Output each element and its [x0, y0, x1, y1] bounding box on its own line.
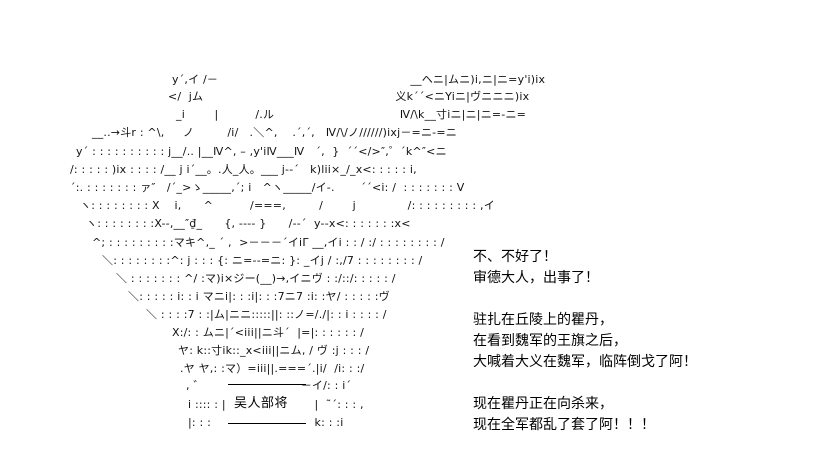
ascii-art-line: X:/: : ムニ|´<iii||ニ斗´ |=|: : : : : : / [172, 326, 364, 339]
ascii-art-line: ＼: : : : : i: : i マニi|: : :i|: : :7ニ7 :i… [128, 290, 390, 303]
dialog-line: 不、不好了！ [473, 249, 557, 265]
dialog-line: 驻扎在丘陵上的瞿丹， [473, 312, 613, 328]
dialog-line: 在看到魏军的王旗之后， [473, 333, 627, 349]
ascii-art-line: ヽ: : : : : : : : X i, ^ /===, / j /: : :… [80, 199, 495, 212]
ascii-art-line: ´:. : : : : : : : ァ″ /´_>ゝ_____,´; i ^ヽ_… [70, 181, 465, 194]
dialog-line: 大喊着大义在魏军，临阵倒戈了阿！ [473, 354, 697, 370]
dialog-text: 不、不好了！ 审德大人，出事了！ 驻扎在丘陵上的瞿丹， 在看到魏军的王旗之后， … [473, 247, 803, 436]
ascii-art-line: </ jム 义k´´<ニYiニ|ヴニニニ)ix [168, 90, 530, 103]
ascii-art-line: __..→斗r : ^\, ノ /i/ .＼^, .´,´, Ⅳ/\/ノ////… [92, 126, 457, 139]
ascii-art-line: ^; : : : : : : : : :マキ^,_ ´ , >－－－´イiΓ _… [92, 236, 445, 249]
nameplate-frame [228, 384, 306, 424]
ascii-art-line: .ヤ ヤ,: :マ）=iii||.===´.|i/ /i: : :/ [180, 362, 365, 375]
nameplate-label: 吴人部将 [234, 396, 289, 411]
ascii-art-line: /: : : : : )ix : : : : /__ j i´__。.人_人。_… [70, 163, 417, 176]
ascii-art-line: _i | /.ル Ⅳ/\k__寸iニ|ニ|ニ=-ニ= [176, 108, 527, 121]
ascii-art-line: i :::: : | | ˜´: : : , [188, 398, 364, 411]
dialog-line: 现在瞿丹正在向杀来， [473, 396, 613, 412]
dialog-line: 审德大人，出事了！ [473, 270, 599, 286]
ascii-art-line: |: : : k: : :i [188, 416, 344, 429]
ascii-art-line: ＼: : : : : : : :^: j : : : {: ニ=--=ニ: }:… [102, 254, 423, 267]
ascii-art-line: ヤ: k::寸ik::_x<iii||ニム, / ヴ :j : : : / [178, 344, 370, 357]
ascii-art-line: ＼ : : : : : : : ^/ :マ)i×ジー(__)→,イニヴ : :/… [116, 272, 396, 285]
ascii-art-line: , ゛ －イ/: : i´ [186, 379, 352, 392]
ascii-art-line: y´,イ /－ __ヘニ|ムニ)i,ニ|ニ=y'i)ix [172, 73, 546, 86]
ascii-art-line: ＼ : : : :7 : :|ム|ニニ:::::||: ::ノ=/./|: : … [146, 308, 387, 321]
dialog-line [473, 373, 803, 394]
dialog-line: 现在全军都乱了套了阿！！！ [473, 417, 655, 433]
ascii-art-line: ヽ: : : : : : : :X--,__″₫_ {, ---- } /--´… [86, 217, 411, 230]
ascii-art-line: y´ : : : : : : : : : : j__/.. |__Ⅳ^, – ,… [76, 145, 447, 158]
dialog-line [473, 289, 803, 310]
